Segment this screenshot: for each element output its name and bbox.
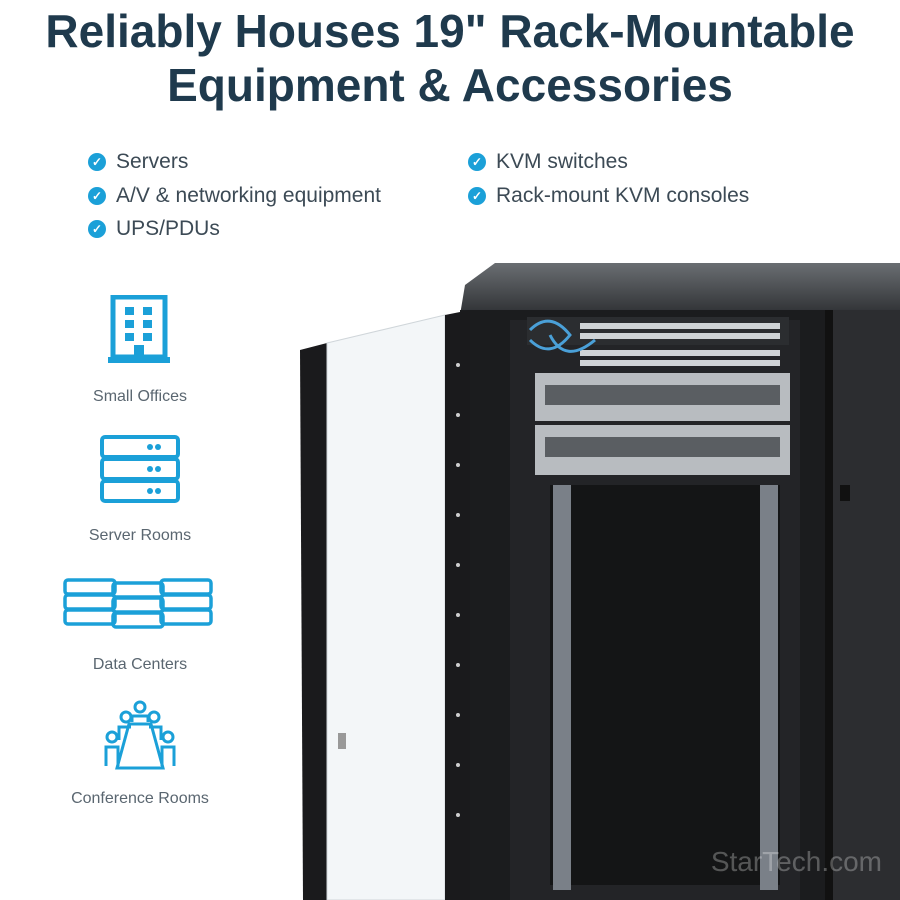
use-case-label: Server Rooms <box>88 527 192 544</box>
bullet-text: Rack-mount KVM consoles <box>496 184 750 207</box>
headline-line-1: Reliably Houses 19" Rack-Mountable <box>45 5 855 57</box>
bullet-item: ✓ A/V & networking equipment <box>88 184 381 208</box>
bullet-text: Servers <box>116 150 189 173</box>
server-stack-icon <box>100 435 180 503</box>
bullet-item: ✓ KVM switches <box>468 150 628 174</box>
use-case-label: Small Offices <box>93 388 187 405</box>
check-circle-icon: ✓ <box>468 153 486 171</box>
conference-table-icon <box>104 700 176 770</box>
bullet-item: ✓ Rack-mount KVM consoles <box>468 184 749 208</box>
bullet-text: UPS/PDUs <box>116 217 220 240</box>
use-case-label: Data Centers <box>92 656 188 673</box>
bullet-item: ✓ Servers <box>88 150 188 174</box>
bullet-text: A/V & networking equipment <box>116 184 381 207</box>
headline-line-2: Equipment & Accessories <box>167 59 733 111</box>
bullet-item: ✓ UPS/PDUs <box>88 217 220 241</box>
bullet-text: KVM switches <box>496 150 628 173</box>
server-rack-cabinet-image <box>300 263 900 900</box>
check-circle-icon: ✓ <box>88 187 106 205</box>
use-case-label: Conference Rooms <box>71 790 209 807</box>
check-circle-icon: ✓ <box>88 153 106 171</box>
building-icon <box>108 295 170 363</box>
data-center-icon <box>63 578 213 629</box>
check-circle-icon: ✓ <box>88 220 106 238</box>
check-circle-icon: ✓ <box>468 187 486 205</box>
startech-watermark: StarTech.com <box>710 846 882 877</box>
